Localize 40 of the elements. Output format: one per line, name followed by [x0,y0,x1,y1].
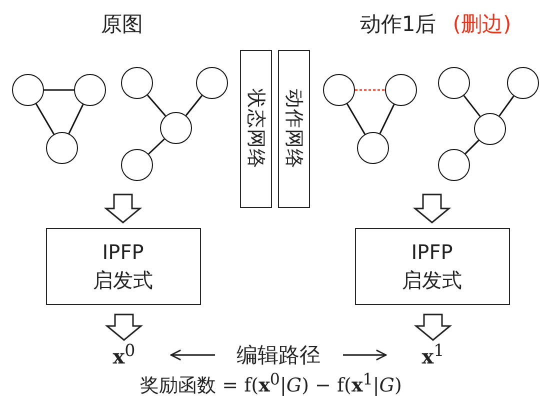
graph-vertex [196,67,228,99]
graph-edge [464,140,480,154]
graph-edge [146,94,166,116]
title: 动作1后 [360,11,436,38]
hollow-arrow [104,194,142,224]
network-box: 动作网络 [278,50,310,208]
graph-vertex [160,112,192,144]
vector-symbol: x$^{1}$ [416,341,450,369]
title: 原图 [101,11,143,38]
graph-vertex [474,113,506,145]
graph-edge [44,89,74,91]
graph-edge [379,104,395,134]
vector-symbol: x$^{0}$ [107,341,141,369]
heuristic-box: IPFP 启发式 [46,228,200,304]
graph-vertex [438,67,470,99]
graph-edge [498,96,514,116]
graph-vertex [323,74,355,106]
graph-vertex [121,67,153,99]
graph-vertex [121,149,153,181]
graph-edge [35,103,55,135]
hollow-arrow [414,314,452,341]
network-box: 状态网络 [240,50,272,208]
graph-vertex [12,74,44,106]
graph-vertex [46,132,78,164]
graph-edge [68,104,84,134]
title-note: (删边) [452,11,512,38]
graph-vertex [438,149,470,181]
graph-vertex [74,74,106,106]
heuristic-box: IPFP 启发式 [354,228,510,304]
graph-edge [355,89,385,91]
graph-vertex [507,67,539,99]
graph-edge [346,103,366,135]
graph-vertex [385,74,417,106]
graph-edge [148,138,165,155]
graph-edge [185,95,203,116]
hollow-arrow [412,194,452,224]
reward-formula: 奖励函数 = f(x$^{0}$|G) − f(x$^{1}$|G) [140,369,402,399]
graph-edge [463,95,481,117]
graph-vertex [357,132,389,164]
hollow-arrow [104,314,144,341]
